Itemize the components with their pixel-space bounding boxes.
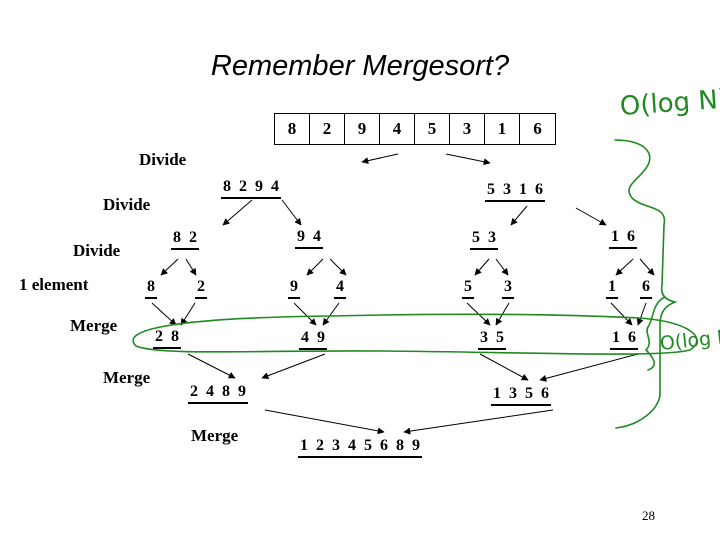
merged-half: 2 4 8 9 [188,383,248,404]
group-left-half: 8 2 9 4 [221,178,281,199]
group-quarter: 5 3 [470,229,498,250]
stage-label-merge: Merge [103,368,151,387]
sorted-result: 1 2 3 4 5 6 8 9 [298,437,422,458]
merged-pair: 3 5 [478,329,506,350]
group-quarter: 8 2 [171,229,199,250]
single-element: 5 [462,278,474,299]
single-element: 4 [334,278,346,299]
array-cell: 4 [380,114,415,144]
handwritten-annotations [132,139,698,429]
array-cell: 5 [415,114,450,144]
stage-label-merge: Merge [191,426,239,445]
stage-label-divide: Divide [73,241,121,260]
merged-pair: 1 6 [610,329,638,350]
merged-pair: 2 8 [153,328,181,349]
group-quarter: 9 4 [295,228,323,249]
single-element: 2 [195,278,207,299]
stage-label-divide: Divide [103,195,151,214]
array-cell: 1 [485,114,520,144]
input-array: 8 2 9 4 5 3 1 6 [274,113,556,145]
single-element: 1 [606,278,618,299]
array-cell: 6 [533,119,542,138]
single-element: 8 [145,278,157,299]
array-cell: 9 [345,114,380,144]
stage-label-merge: Merge [70,316,118,335]
stage-label-divide: Divide [139,150,187,169]
group-right-half: 5 3 1 6 [485,181,545,202]
single-element: 3 [502,278,514,299]
merged-pair: 4 9 [299,329,327,350]
merged-half: 1 3 5 6 [491,385,551,406]
slide-number: 28 [642,508,655,523]
stage-label-one-element: 1 element [19,275,89,294]
array-cell: 8 [275,114,310,144]
group-quarter: 1 6 [609,228,637,249]
array-cell: 3 [450,114,485,144]
slide-title: Remember Mergesort? [210,50,510,82]
single-element: 9 [288,278,300,299]
single-element: 6 [640,278,652,299]
array-cell: 2 [310,114,345,144]
